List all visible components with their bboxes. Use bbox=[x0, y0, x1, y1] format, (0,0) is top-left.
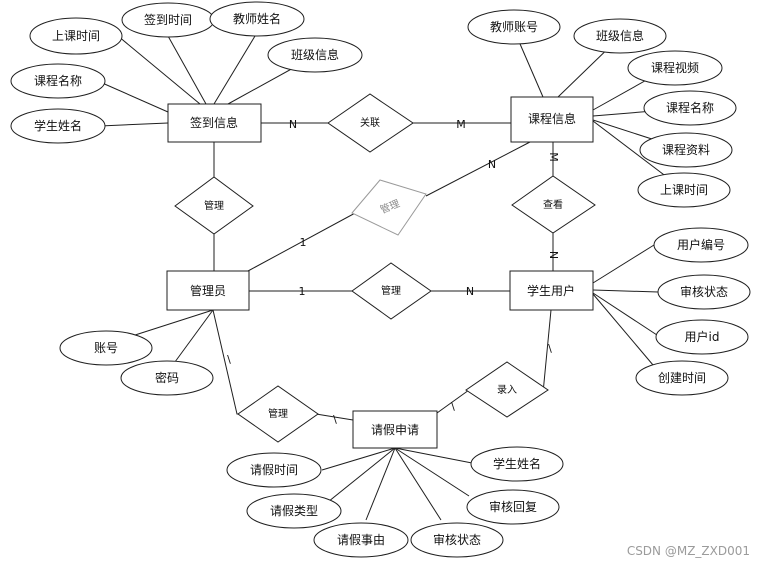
attribute-label: 课程名称 bbox=[666, 100, 714, 115]
relationship-manage-student[interactable]: 管理 bbox=[351, 262, 432, 320]
cardinality-label: N bbox=[466, 285, 474, 298]
relationship-label: 管理 bbox=[381, 284, 401, 297]
attribute-checkin-class-time[interactable]: 上课时间 bbox=[29, 17, 123, 55]
entity-label: 请假申请 bbox=[371, 423, 419, 437]
attribute-label: 账号 bbox=[94, 341, 118, 355]
cardinality-label: N bbox=[289, 118, 297, 131]
attribute-student-user-id[interactable]: 用户id bbox=[655, 319, 749, 355]
attribute-leave-student-name[interactable]: 学生姓名 bbox=[470, 446, 564, 482]
attribute-label: 请假类型 bbox=[270, 504, 318, 518]
cardinality-label: M bbox=[547, 152, 560, 162]
attribute-checkin-student-name[interactable]: 学生姓名 bbox=[10, 108, 106, 144]
attribute-checkin-teacher-name[interactable]: 教师姓名 bbox=[209, 1, 305, 37]
cardinality-label: \ bbox=[548, 342, 552, 355]
cardinality-label: 1 bbox=[299, 285, 306, 298]
relationship-label: 关联 bbox=[360, 116, 380, 129]
attribute-label: 审核状态 bbox=[680, 284, 728, 299]
attribute-label: 用户编号 bbox=[677, 237, 725, 252]
attribute-course-name[interactable]: 课程名称 bbox=[643, 90, 737, 126]
entity-course[interactable]: 课程信息 bbox=[510, 96, 594, 143]
relationship-view[interactable]: 查看 bbox=[511, 175, 596, 234]
attribute-label: 学生姓名 bbox=[34, 118, 82, 133]
relationship-label: 管理 bbox=[268, 407, 288, 420]
attribute-student-user-number[interactable]: 用户编号 bbox=[653, 227, 749, 263]
attribute-label: 课程视频 bbox=[651, 60, 699, 75]
cardinality-label: N bbox=[488, 158, 496, 171]
entity-label: 课程信息 bbox=[528, 111, 576, 126]
attribute-course-material[interactable]: 课程资料 bbox=[639, 132, 733, 168]
entity-admin[interactable]: 管理员 bbox=[166, 270, 250, 311]
attribute-label: 签到时间 bbox=[144, 12, 192, 27]
attribute-label: 上课时间 bbox=[52, 29, 100, 43]
attribute-label: 审核回复 bbox=[489, 499, 537, 514]
entity-checkin[interactable]: 签到信息 bbox=[167, 103, 262, 143]
attribute-label: 教师账号 bbox=[490, 19, 538, 34]
relationship-manage-leave[interactable]: 管理 bbox=[237, 385, 319, 443]
watermark-text: CSDN @MZ_ZXD001 bbox=[627, 544, 750, 558]
attribute-leave-type[interactable]: 请假类型 bbox=[246, 493, 342, 529]
attribute-student-created-time[interactable]: 创建时间 bbox=[635, 360, 729, 396]
attribute-label: 课程资料 bbox=[662, 142, 710, 157]
attribute-admin-password[interactable]: 密码 bbox=[120, 360, 214, 396]
attribute-admin-account[interactable]: 账号 bbox=[59, 330, 153, 366]
attribute-checkin-class-info[interactable]: 班级信息 bbox=[267, 37, 363, 73]
entity-label: 签到信息 bbox=[190, 115, 238, 130]
attribute-label: 班级信息 bbox=[596, 28, 644, 43]
attribute-leave-review-status[interactable]: 审核状态 bbox=[410, 522, 504, 558]
attribute-course-video[interactable]: 课程视频 bbox=[627, 50, 723, 86]
entity-student[interactable]: 学生用户 bbox=[509, 270, 594, 311]
attribute-label: 上课时间 bbox=[660, 183, 708, 197]
attribute-label: 请假时间 bbox=[250, 463, 298, 477]
cardinality-label: N bbox=[547, 251, 560, 259]
attribute-leave-reason[interactable]: 请假事由 bbox=[313, 522, 409, 558]
attribute-label: 请假事由 bbox=[337, 533, 385, 547]
cardinality-labels: N M N 1 1 N M N \ \ \ \ bbox=[227, 118, 560, 426]
attribute-label: 学生姓名 bbox=[493, 456, 541, 471]
cardinality-label: \ bbox=[451, 400, 455, 413]
attribute-checkin-course-name[interactable]: 课程名称 bbox=[10, 63, 106, 99]
cardinality-label: \ bbox=[333, 413, 337, 426]
attribute-label: 班级信息 bbox=[291, 47, 339, 62]
attribute-label: 课程名称 bbox=[34, 73, 82, 88]
attribute-label: 密码 bbox=[155, 370, 179, 385]
attribute-label: 教师姓名 bbox=[233, 11, 281, 26]
attribute-leave-review-reply[interactable]: 审核回复 bbox=[466, 489, 560, 525]
entity-label: 管理员 bbox=[190, 283, 226, 298]
cardinality-label: 1 bbox=[300, 236, 307, 249]
attribute-checkin-checkin-time[interactable]: 签到时间 bbox=[121, 2, 215, 38]
cardinality-label: M bbox=[456, 118, 466, 131]
relationship-manage-course[interactable]: 管理 bbox=[351, 179, 427, 236]
relationship-label: 录入 bbox=[497, 384, 517, 396]
relationship-manage-checkin[interactable]: 管理 bbox=[174, 176, 254, 235]
relationship-associate[interactable]: 关联 bbox=[327, 93, 414, 153]
attribute-leave-time[interactable]: 请假时间 bbox=[226, 452, 322, 488]
entity-label: 学生用户 bbox=[527, 283, 575, 298]
relationship-label: 管理 bbox=[204, 199, 224, 212]
entity-leave[interactable]: 请假申请 bbox=[352, 410, 438, 449]
attribute-student-review-status[interactable]: 审核状态 bbox=[657, 274, 751, 310]
attribute-label: 审核状态 bbox=[433, 532, 481, 547]
attribute-label: 创建时间 bbox=[658, 371, 706, 385]
attribute-course-teacher-account[interactable]: 教师账号 bbox=[467, 9, 561, 45]
attribute-label: 用户id bbox=[685, 329, 720, 344]
attribute-course-class-info[interactable]: 班级信息 bbox=[573, 18, 667, 54]
relationship-enter[interactable]: 录入 bbox=[465, 361, 549, 418]
attribute-course-class-time[interactable]: 上课时间 bbox=[637, 172, 731, 208]
relationship-label: 查看 bbox=[543, 198, 563, 211]
cardinality-label: \ bbox=[227, 353, 231, 366]
